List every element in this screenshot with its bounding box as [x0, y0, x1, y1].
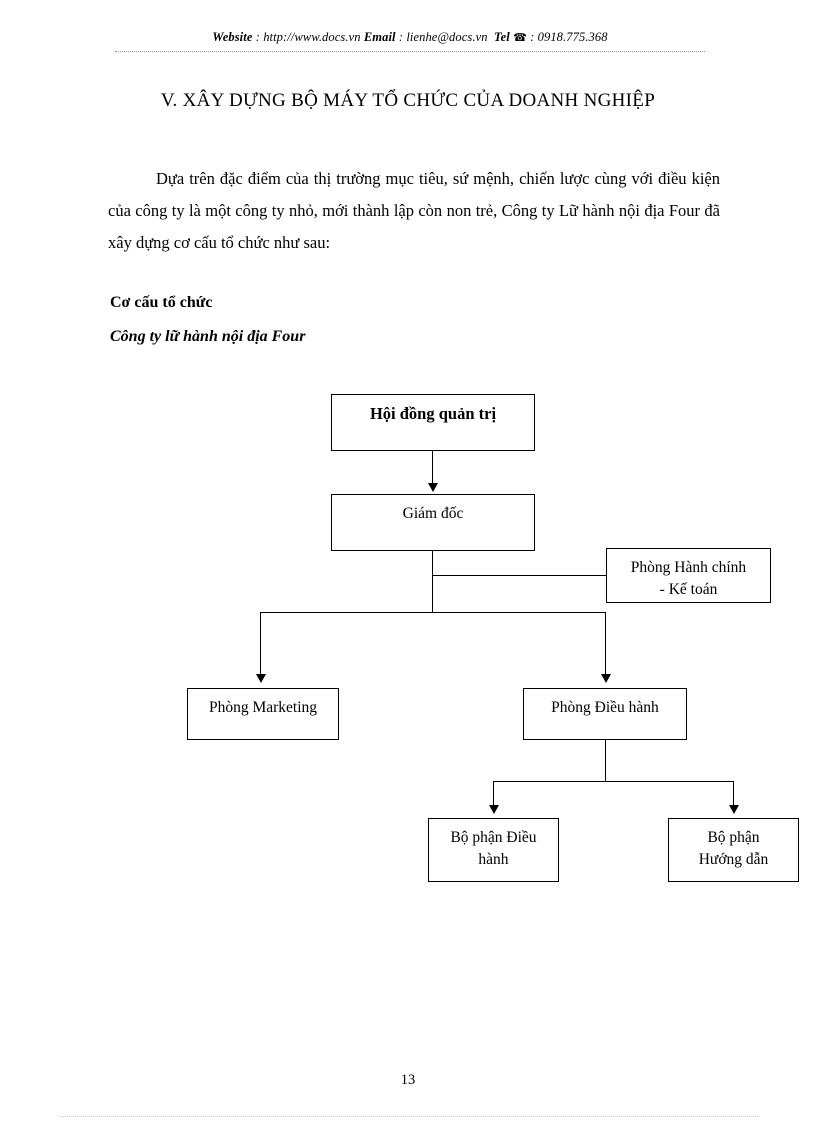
- org-node-administration-accounting[interactable]: Phòng Hành chính - Kế toán: [606, 548, 771, 603]
- header-contact-line: Website : http://www.docs.vn Email : lie…: [212, 30, 607, 44]
- connector-bus-departments: [260, 612, 606, 613]
- org-node-label: Bộ phận Hướng dẫn: [698, 829, 769, 868]
- tel-separator: :: [526, 30, 538, 44]
- tel-number: 0918.775.368: [537, 30, 608, 44]
- arrow-down-icon: [729, 805, 739, 814]
- connector-bus-to-marketing: [260, 612, 261, 676]
- org-node-label: Phòng Marketing: [208, 699, 318, 716]
- org-node-guide-unit[interactable]: Bộ phận Hướng dẫn: [668, 818, 799, 882]
- org-node-operations-unit[interactable]: Bộ phận Điều hành: [428, 818, 559, 882]
- tel-label: Tel: [494, 30, 510, 44]
- org-node-label: Giám đốc: [402, 505, 464, 522]
- page-header: Website : http://www.docs.vn Email : lie…: [115, 28, 705, 54]
- connector-director-trunk: [432, 551, 433, 613]
- org-node-label: Phòng Điều hành: [551, 699, 659, 716]
- org-node-label: Bộ phận Điều hành: [450, 829, 537, 868]
- heading-organizational-structure: Cơ cấu tổ chức: [110, 294, 213, 311]
- intro-paragraph: Dựa trên đặc điểm của thị trường mục tiê…: [108, 169, 720, 252]
- email-separator: :: [395, 30, 407, 44]
- page-title: V. XÂY DỰNG BỘ MÁY TỔ CHỨC CỦA DOANH NGH…: [160, 90, 656, 111]
- phone-icon: ☎: [513, 31, 527, 44]
- arrow-down-icon: [256, 674, 266, 683]
- header-divider: [115, 51, 705, 52]
- connector-director-to-admin: [432, 575, 607, 576]
- email-label: Email: [363, 30, 396, 44]
- connector-bus-to-operations: [605, 612, 606, 676]
- org-node-label: Hội đồng quản trị: [369, 404, 497, 423]
- website-url[interactable]: http://www.docs.vn: [263, 30, 361, 44]
- arrow-down-icon: [601, 674, 611, 683]
- page-number: 13: [400, 1072, 416, 1088]
- org-node-director[interactable]: Giám đốc: [331, 494, 535, 551]
- org-node-marketing-department[interactable]: Phòng Marketing: [187, 688, 339, 740]
- email-address[interactable]: lienhe@docs.vn: [406, 30, 488, 44]
- connector-bus-to-ops-unit: [493, 781, 494, 807]
- org-node-board-of-directors[interactable]: Hội đồng quản trị: [331, 394, 535, 451]
- footer-divider: [60, 1116, 760, 1117]
- connector-board-to-director: [432, 451, 433, 485]
- org-node-operations-department[interactable]: Phòng Điều hành: [523, 688, 687, 740]
- arrow-down-icon: [489, 805, 499, 814]
- org-node-label: Phòng Hành chính - Kế toán: [630, 559, 747, 598]
- website-label: Website: [212, 30, 253, 44]
- connector-bus-to-guide-unit: [733, 781, 734, 807]
- connector-operations-trunk: [605, 740, 606, 782]
- heading-company-name: Công ty lữ hành nội địa Four: [110, 328, 306, 345]
- connector-bus-units: [493, 781, 734, 782]
- arrow-down-icon: [428, 483, 438, 492]
- website-separator: :: [252, 30, 264, 44]
